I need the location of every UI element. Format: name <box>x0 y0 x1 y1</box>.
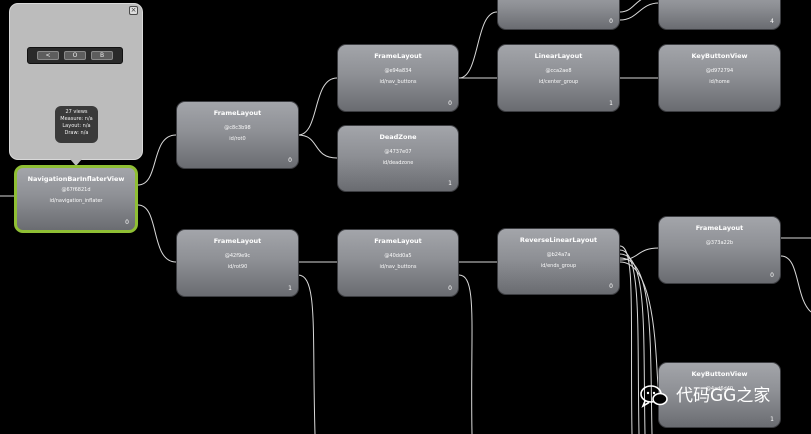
view-id: id/ends_group <box>540 263 577 269</box>
wire-top-partial-1 <box>619 0 642 13</box>
class-name: KeyButtonView <box>691 370 748 378</box>
child-index: 0 <box>125 219 129 226</box>
view-node-navigation-bar-inflater[interactable]: NavigationBarInflaterView @67f6821d id/n… <box>14 165 138 233</box>
hash-code: @cca2ae8 <box>545 68 572 74</box>
hash-code: @67f6821d <box>61 187 91 193</box>
hash-code: @b24a7a <box>546 252 571 258</box>
view-preview-popup: × < O B 27 views Measure: n/a Layout: n/… <box>9 3 143 160</box>
child-index: 0 <box>609 283 613 290</box>
child-index: 0 <box>448 285 452 292</box>
hash-code: @c8c3b98 <box>224 125 251 131</box>
wire-navbuttons-top <box>458 11 498 79</box>
wire-ends-down-1 <box>619 245 633 434</box>
view-node-reverse-linear-layout-ends-group[interactable]: ReverseLinearLayout @b24a7a id/ends_grou… <box>497 228 620 295</box>
child-index: 1 <box>448 180 452 187</box>
child-index: 0 <box>770 272 774 279</box>
layout-time: Layout: n/a <box>62 123 91 129</box>
draw-time: Draw: n/a <box>64 130 89 136</box>
child-index: 0 <box>609 18 613 25</box>
wire-inflater-rot90 <box>137 204 177 263</box>
view-id: id/rot90 <box>227 264 248 270</box>
child-index: 1 <box>288 285 292 292</box>
class-name: KeyButtonView <box>691 52 748 60</box>
wechat-icon <box>640 385 668 408</box>
hash-code: @4ad6d40 <box>705 386 734 392</box>
wire-rot90-down <box>297 274 316 434</box>
preview-pointer <box>70 159 82 166</box>
hash-code: @40dd0a5 <box>384 253 412 259</box>
child-index: 0 <box>448 100 452 107</box>
measure-time: Measure: n/a <box>60 116 93 122</box>
wire-navbuttons2-down <box>458 274 473 434</box>
hash-code: @e94a834 <box>384 68 412 74</box>
class-name: DeadZone <box>379 133 417 141</box>
view-id: id/nav_buttons <box>379 79 417 85</box>
view-id: id/navigation_inflater <box>49 198 103 204</box>
view-count: 27 views <box>65 109 88 115</box>
view-id: id/rot0 <box>229 136 246 142</box>
class-name: LinearLayout <box>534 52 583 60</box>
view-node-linear-layout-center-group[interactable]: LinearLayout @cca2ae8 id/center_group 1 <box>497 44 620 112</box>
wire-inflater-rot0 <box>137 134 177 186</box>
wire-rot0-deadzone <box>297 134 338 159</box>
view-node-frame-layout-right[interactable]: FrameLayout @373a22b 0 <box>658 216 781 284</box>
view-node-frame-layout-nav-buttons[interactable]: FrameLayout @e94a834 id/nav_buttons 0 <box>337 44 459 112</box>
view-node-key-button-view-home[interactable]: KeyButtonView @d972794 id/home <box>658 44 781 112</box>
child-index: 4 <box>770 18 774 25</box>
view-node-frame-layout-nav-buttons-2[interactable]: FrameLayout @40dd0a5 id/nav_buttons 0 <box>337 229 459 297</box>
view-id: id/center_group <box>538 79 579 85</box>
close-icon[interactable]: × <box>129 6 138 15</box>
class-name: ReverseLinearLayout <box>519 236 598 244</box>
hash-code: @373a22b <box>705 240 734 246</box>
render-stats: 27 views Measure: n/a Layout: n/a Draw: … <box>55 106 98 143</box>
view-node-partial-top[interactable]: 0 <box>497 0 620 30</box>
wire-top-partial-2 <box>619 2 660 21</box>
class-name: FrameLayout <box>695 224 744 232</box>
view-id: id/nav_buttons <box>379 264 417 270</box>
back-icon: < <box>37 51 59 60</box>
watermark: 代码GG之家 <box>640 383 770 409</box>
wire-ends-down-2 <box>619 249 640 434</box>
wire-ends-down-4 <box>619 257 653 434</box>
class-name: FrameLayout <box>213 237 262 245</box>
view-id: id/home <box>709 79 730 85</box>
home-icon: O <box>64 51 86 60</box>
hash-code: @4737e07 <box>384 149 412 155</box>
class-name: FrameLayout <box>213 109 262 117</box>
class-name: NavigationBarInflaterView <box>27 175 125 183</box>
watermark-text: 代码GG之家 <box>676 386 771 406</box>
child-index: 1 <box>609 100 613 107</box>
wire-ends-down-3 <box>619 253 646 434</box>
wire-rot0-navbuttons <box>297 77 338 136</box>
class-name: FrameLayout <box>374 52 422 60</box>
view-node-frame-layout-rot90[interactable]: FrameLayout @42f9e9c id/rot90 1 <box>176 229 299 297</box>
child-index: 0 <box>288 157 292 164</box>
hash-code: @42f9e9c <box>224 253 251 259</box>
view-node-partial-top-right[interactable]: 4 <box>658 0 781 30</box>
wire-frame-offscreen-2 <box>780 255 811 313</box>
wire-ends-keybutton <box>619 261 660 393</box>
navigation-bar-thumbnail: < O B <box>27 47 123 64</box>
child-index: 1 <box>770 416 774 423</box>
class-name: FrameLayout <box>374 237 422 245</box>
hash-code: @d972794 <box>705 68 734 74</box>
view-id: id/deadzone <box>382 160 414 166</box>
view-node-frame-layout-rot0[interactable]: FrameLayout @c8c3b98 id/rot0 0 <box>176 101 299 169</box>
view-node-dead-zone[interactable]: DeadZone @4737e07 id/deadzone 1 <box>337 125 459 192</box>
wire-ends-frame <box>619 247 660 261</box>
recents-icon: B <box>91 51 113 60</box>
